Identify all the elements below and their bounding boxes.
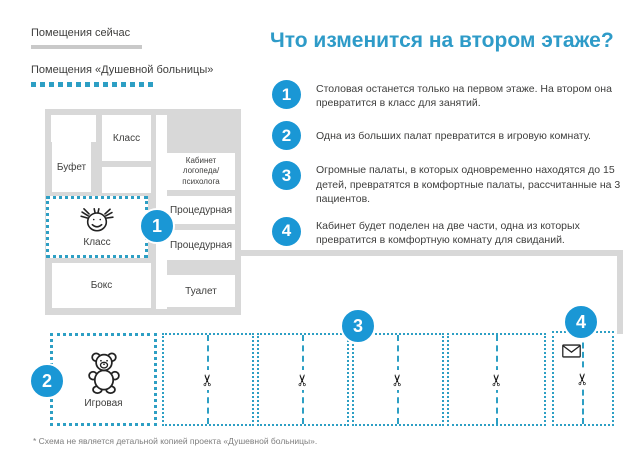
room-tualet: Туалет <box>167 275 235 307</box>
change-item-2: 2 Одна из больших палат превратится в иг… <box>272 121 624 151</box>
floorplan-block: Класс Буфет Кабинет логопеда/психолога П… <box>45 109 241 315</box>
room-class-new: Класс <box>46 196 148 258</box>
room-bufet: Буфет <box>52 142 91 192</box>
scissors-icon: ✂ <box>293 372 312 387</box>
kid-drawing-icon <box>78 206 116 234</box>
change-item-3: 3 Огромные палаты, в которых одновременн… <box>272 161 624 206</box>
room-procedurnaya-1: Процедурная <box>167 196 235 224</box>
scissors-icon: ✂ <box>573 371 592 386</box>
room-empty-2 <box>102 167 151 193</box>
legend-current-line <box>31 45 142 49</box>
change-text-1: Столовая останется только на первом этаж… <box>316 83 612 110</box>
legend-planned-line <box>31 82 155 87</box>
change-text-3: Огромные палаты, в которых одновременно … <box>316 164 621 205</box>
room-kabinet-split: ✂ <box>552 331 614 426</box>
room-igrovaya-label: Игровая <box>84 397 123 409</box>
room-boks: Бокс <box>52 263 151 308</box>
ward-room-1: ✂ <box>162 333 254 426</box>
scissors-icon: ✂ <box>198 372 217 387</box>
change-item-4: 4 Кабинет будет поделен на две части, од… <box>272 216 624 247</box>
plan-badge-3: 3 <box>340 308 376 344</box>
change-number-1: 1 <box>272 80 301 109</box>
change-number-3: 3 <box>272 161 301 191</box>
legend-planned-label: Помещения «Душевной больницы» <box>31 64 214 76</box>
changes-list: 1 Столовая останется только на первом эт… <box>272 80 624 247</box>
room-empty-1 <box>51 115 96 142</box>
change-number-2: 2 <box>272 121 301 151</box>
ward-room-4: ✂ <box>447 333 546 426</box>
footnote: * Схема не является детальной копией про… <box>33 436 318 446</box>
envelope-icon <box>562 344 581 358</box>
legend: Помещения сейчас Помещения «Душевной бол… <box>31 27 213 87</box>
change-item-1: 1 Столовая останется только на первом эт… <box>272 80 624 110</box>
legend-current-label: Помещения сейчас <box>31 27 131 39</box>
page-title: Что изменится на втором этаже? <box>270 29 614 52</box>
change-text-4: Кабинет будет поделен на две части, одна… <box>316 219 580 247</box>
ward-room-2: ✂ <box>257 333 349 426</box>
plan-badge-2: 2 <box>29 363 65 399</box>
plan-badge-4: 4 <box>563 304 599 340</box>
room-procedurnaya-2: Процедурная <box>167 230 235 260</box>
plan-badge-1: 1 <box>139 208 175 244</box>
ward-room-3: ✂ <box>352 333 444 426</box>
teddy-bear-icon <box>83 351 125 395</box>
change-number-4: 4 <box>272 216 301 246</box>
change-text-2: Одна из больших палат превратится в игро… <box>316 129 591 142</box>
scissors-icon: ✂ <box>388 372 407 387</box>
room-kabinet: Кабинет логопеда/психолога <box>167 153 235 190</box>
room-class-new-label: Класс <box>83 237 111 248</box>
corridor-wall <box>241 250 623 256</box>
room-igrovaya: Игровая <box>50 333 157 426</box>
room-class-top: Класс <box>102 115 151 161</box>
scissors-icon: ✂ <box>486 372 506 387</box>
right-wall <box>617 250 623 334</box>
